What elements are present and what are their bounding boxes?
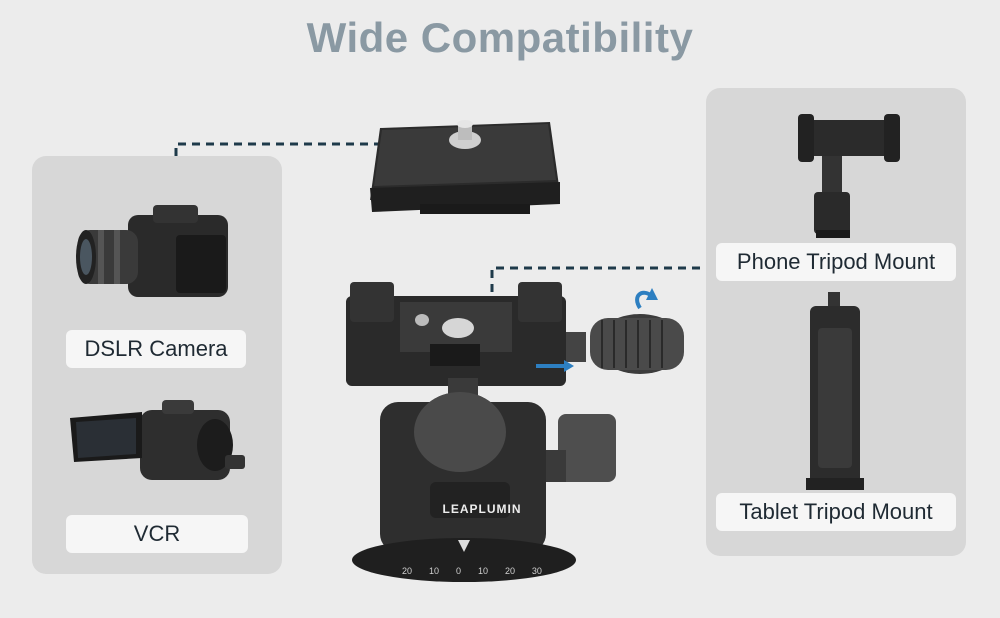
dial-scale: 20 10 0 10 20 30	[402, 566, 542, 576]
dslr-camera-label: DSLR Camera	[66, 330, 246, 368]
brand-text: LEAPLUMIN	[442, 502, 522, 516]
dial-number: 20	[504, 566, 515, 576]
vcr-label: VCR	[66, 515, 248, 553]
dial-number: 20	[402, 566, 413, 576]
phone-tripod-mount-label: Phone Tripod Mount	[716, 243, 956, 281]
dslr-camera-image	[76, 205, 228, 297]
dial-number: 10	[477, 566, 488, 576]
ball-head-image	[346, 282, 684, 582]
dial-number: 0	[455, 566, 461, 576]
tablet-tripod-mount-label: Tablet Tripod Mount	[716, 493, 956, 531]
page-title: Wide Compatibility	[306, 14, 694, 61]
dial-number: 10	[428, 566, 439, 576]
vcr-camcorder-image	[70, 400, 245, 480]
phone-tripod-mount-image	[798, 114, 900, 238]
tablet-tripod-mount-image	[806, 292, 864, 490]
quick-release-plate-image	[370, 120, 560, 214]
dial-number: 30	[531, 566, 542, 576]
